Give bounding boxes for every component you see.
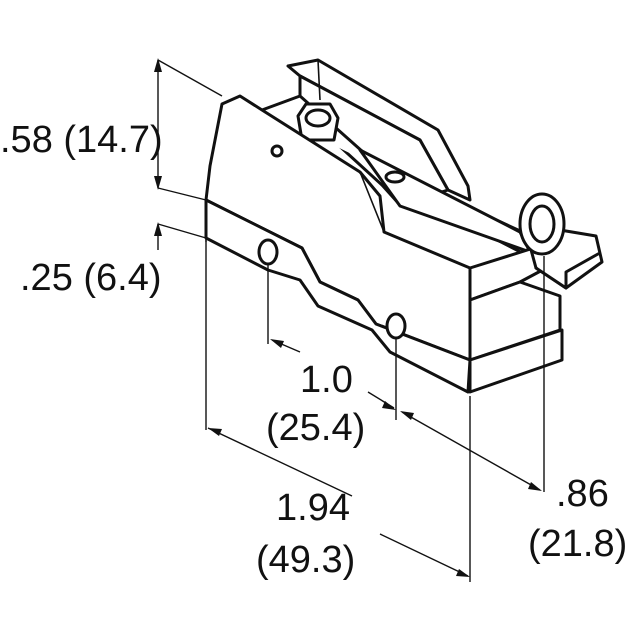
label-overall-length-in: 1.94 — [276, 487, 350, 529]
dimension-roller-position — [400, 256, 545, 492]
label-overall-length-mm: (49.3) — [256, 539, 355, 581]
dimension-overall-length — [205, 242, 471, 582]
dimension-hole-spacing — [267, 264, 397, 420]
label-roller-position-mm: (21.8) — [528, 523, 627, 565]
label-base-height: .25 (6.4) — [20, 257, 162, 299]
mounting-hole-left — [257, 238, 279, 266]
label-roller-position-in: .86 — [556, 473, 609, 515]
dimension-height-total — [154, 58, 223, 190]
plunger — [296, 102, 340, 142]
housing-right-face — [468, 244, 562, 362]
label-height-total: .58 (14.7) — [0, 119, 163, 161]
label-hole-spacing-mm: (25.4) — [266, 407, 365, 449]
label-hole-spacing-in: 1.0 — [300, 359, 353, 401]
mounting-hole-right — [385, 312, 407, 340]
dimension-base-height — [154, 187, 207, 250]
lever-arm — [286, 58, 472, 207]
